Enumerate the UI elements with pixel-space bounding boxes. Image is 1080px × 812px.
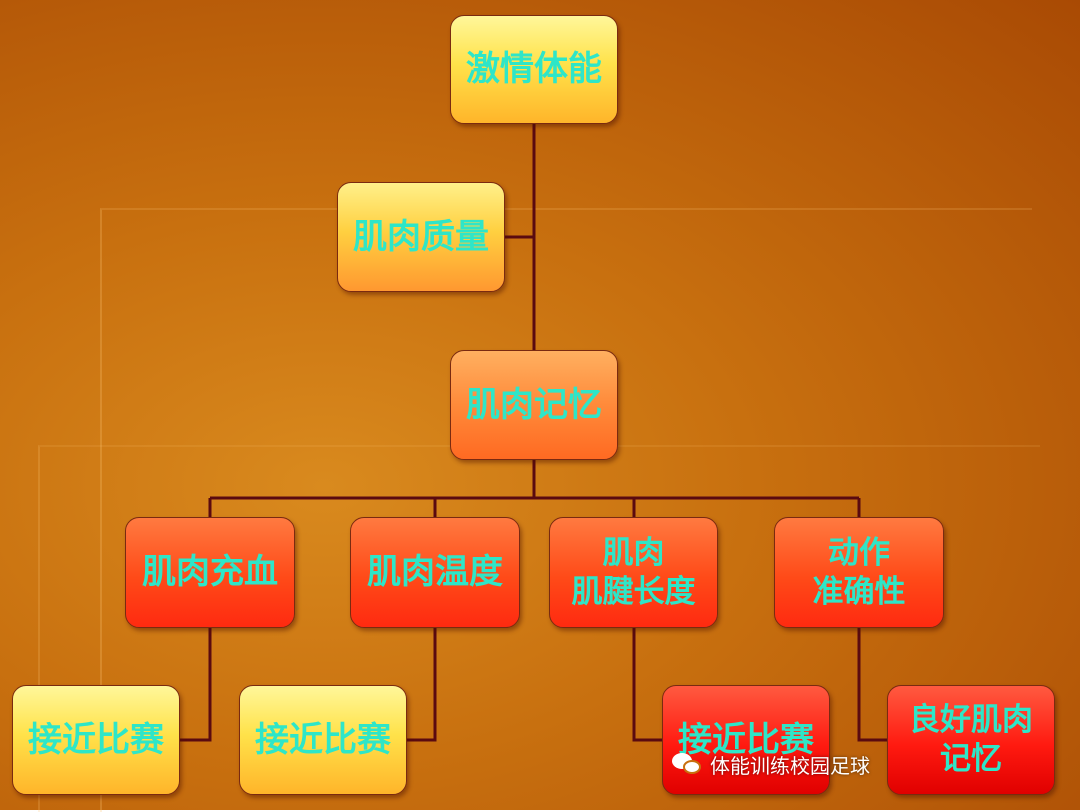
- node-label: 接近比赛: [678, 719, 814, 760]
- node-label-line1: 肌肉: [602, 534, 665, 571]
- node-label: 肌肉充血: [142, 552, 278, 593]
- node-label: 肌肉记忆: [466, 384, 602, 425]
- node-label: 激情体能: [466, 49, 602, 90]
- node-label: 肌肉温度: [367, 552, 503, 593]
- node-label-line1: 良好肌肉: [909, 702, 1033, 739]
- wechat-icon: [672, 751, 702, 777]
- node-muscle-temperature: 肌肉温度: [350, 517, 520, 628]
- node-muscle-hyperemia: 肌肉充血: [125, 517, 295, 628]
- node-label-line2: 准确性: [812, 573, 906, 610]
- connector-accuracy-child: [857, 628, 887, 742]
- node-label-line2: 记忆: [940, 741, 1002, 777]
- connector-hyperemia-child: [180, 628, 212, 742]
- node-label-line2: 肌腱长度: [571, 573, 696, 610]
- background-decoration: [100, 208, 1032, 812]
- connector-tendon-child: [632, 628, 662, 742]
- node-label-line1: 动作: [828, 534, 890, 571]
- node-label: 肌肉质量: [353, 216, 489, 257]
- connector-temperature-child: [407, 628, 437, 742]
- watermark: 体能训练校园足球: [672, 746, 870, 782]
- node-close-to-match-3: 接近比赛: [662, 685, 830, 795]
- node-label: 接近比赛: [255, 719, 391, 760]
- node-muscle-memory: 肌肉记忆: [450, 350, 618, 460]
- node-label: 接近比赛: [28, 719, 164, 760]
- node-root: 激情体能: [450, 15, 618, 124]
- node-good-muscle-memory: 良好肌肉 记忆: [887, 685, 1055, 795]
- node-close-to-match-2: 接近比赛: [239, 685, 407, 795]
- watermark-text: 体能训练校园足球: [710, 753, 870, 778]
- node-close-to-match-1: 接近比赛: [12, 685, 180, 795]
- node-movement-accuracy: 动作 准确性: [774, 517, 944, 628]
- node-muscle-quality: 肌肉质量: [337, 182, 505, 292]
- node-muscle-tendon-length: 肌肉 肌腱长度: [549, 517, 718, 628]
